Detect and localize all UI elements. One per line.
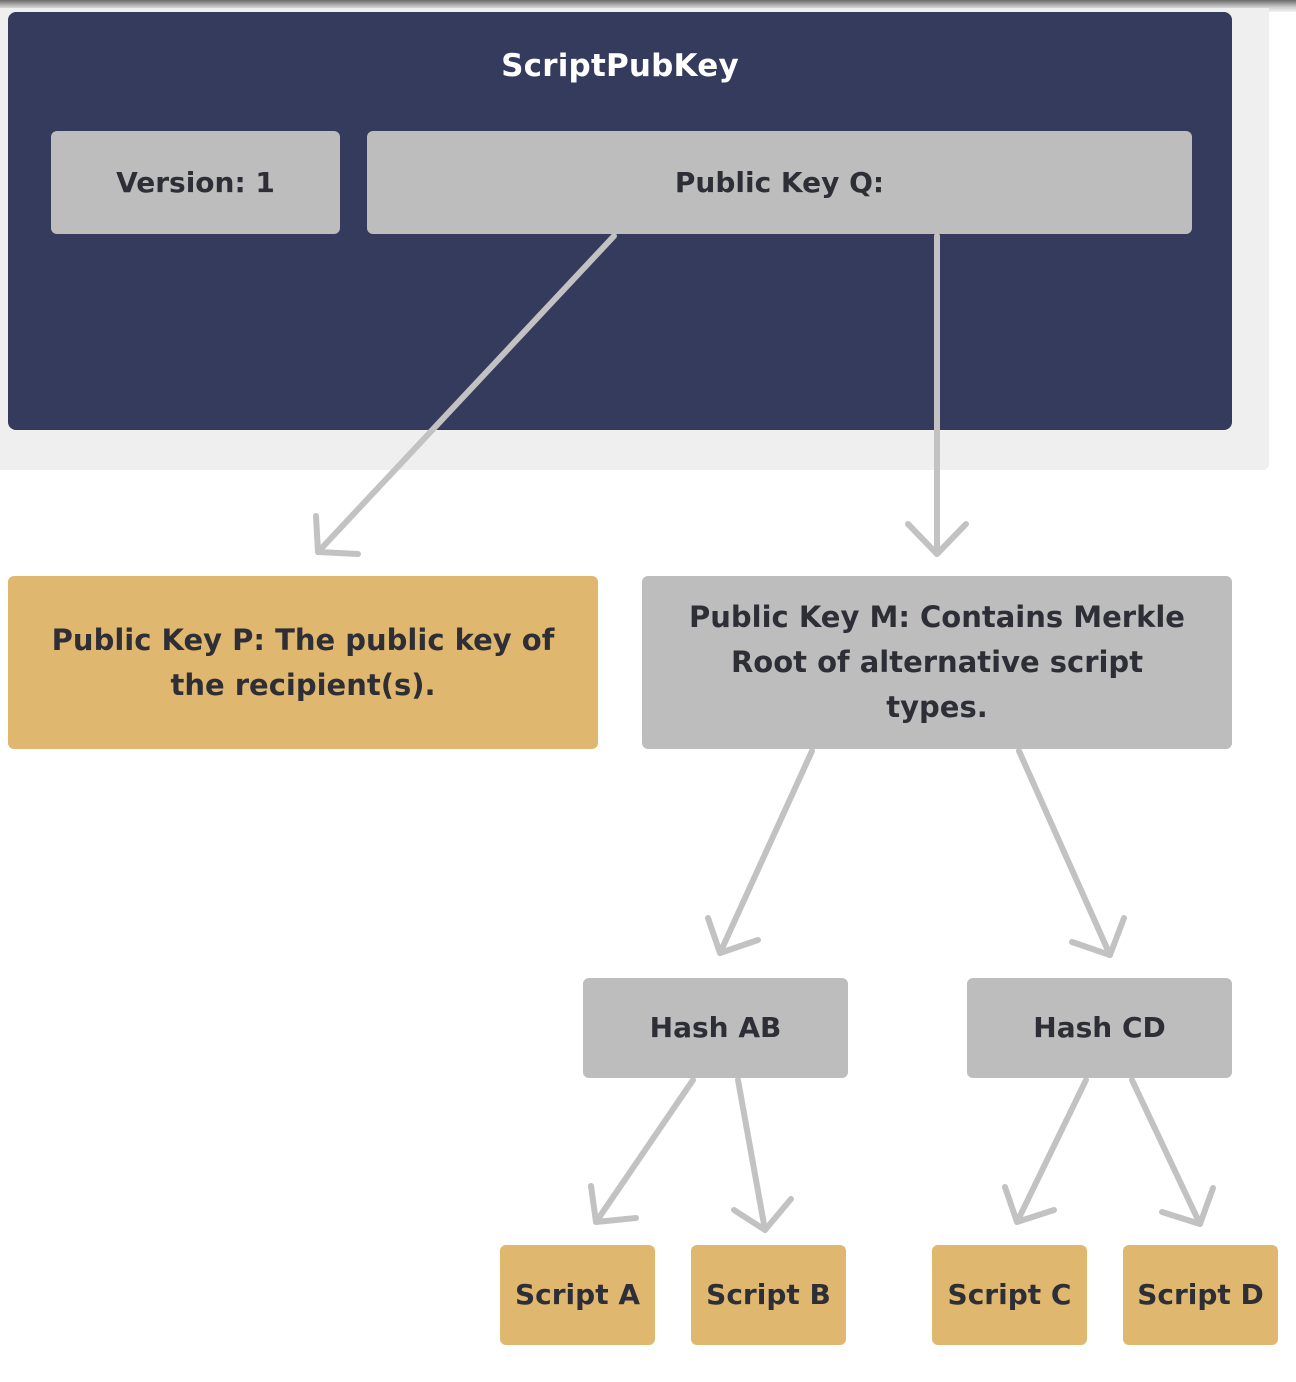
- arrow-hash-ab-to-script-a: [588, 1077, 696, 1225]
- script-a-box: Script A: [500, 1245, 655, 1345]
- hash-cd-box: Hash CD: [967, 978, 1232, 1078]
- public-key-q-box: Public Key Q:: [367, 131, 1192, 234]
- arrow-m-to-hash-ab: [705, 748, 815, 956]
- arrow-hash-cd-to-script-c: [1002, 1077, 1089, 1225]
- arrow-q-to-p: [313, 233, 617, 557]
- public-key-m-box: Public Key M: Contains Merkle Root of al…: [642, 576, 1232, 749]
- arrow-q-to-m: [905, 233, 969, 557]
- scriptpubkey-title: ScriptPubKey: [501, 48, 739, 84]
- script-d-box: Script D: [1123, 1245, 1278, 1345]
- arrow-hash-ab-to-script-b: [731, 1077, 794, 1233]
- version-box: Version: 1: [51, 131, 340, 234]
- arrow-m-to-hash-cd: [1016, 748, 1127, 958]
- script-c-box: Script C: [932, 1245, 1087, 1345]
- script-b-box: Script B: [691, 1245, 846, 1345]
- hash-ab-box: Hash AB: [583, 978, 848, 1078]
- arrow-hash-cd-to-script-d: [1129, 1077, 1216, 1227]
- public-key-p-box: Public Key P: The public key of the reci…: [8, 576, 598, 749]
